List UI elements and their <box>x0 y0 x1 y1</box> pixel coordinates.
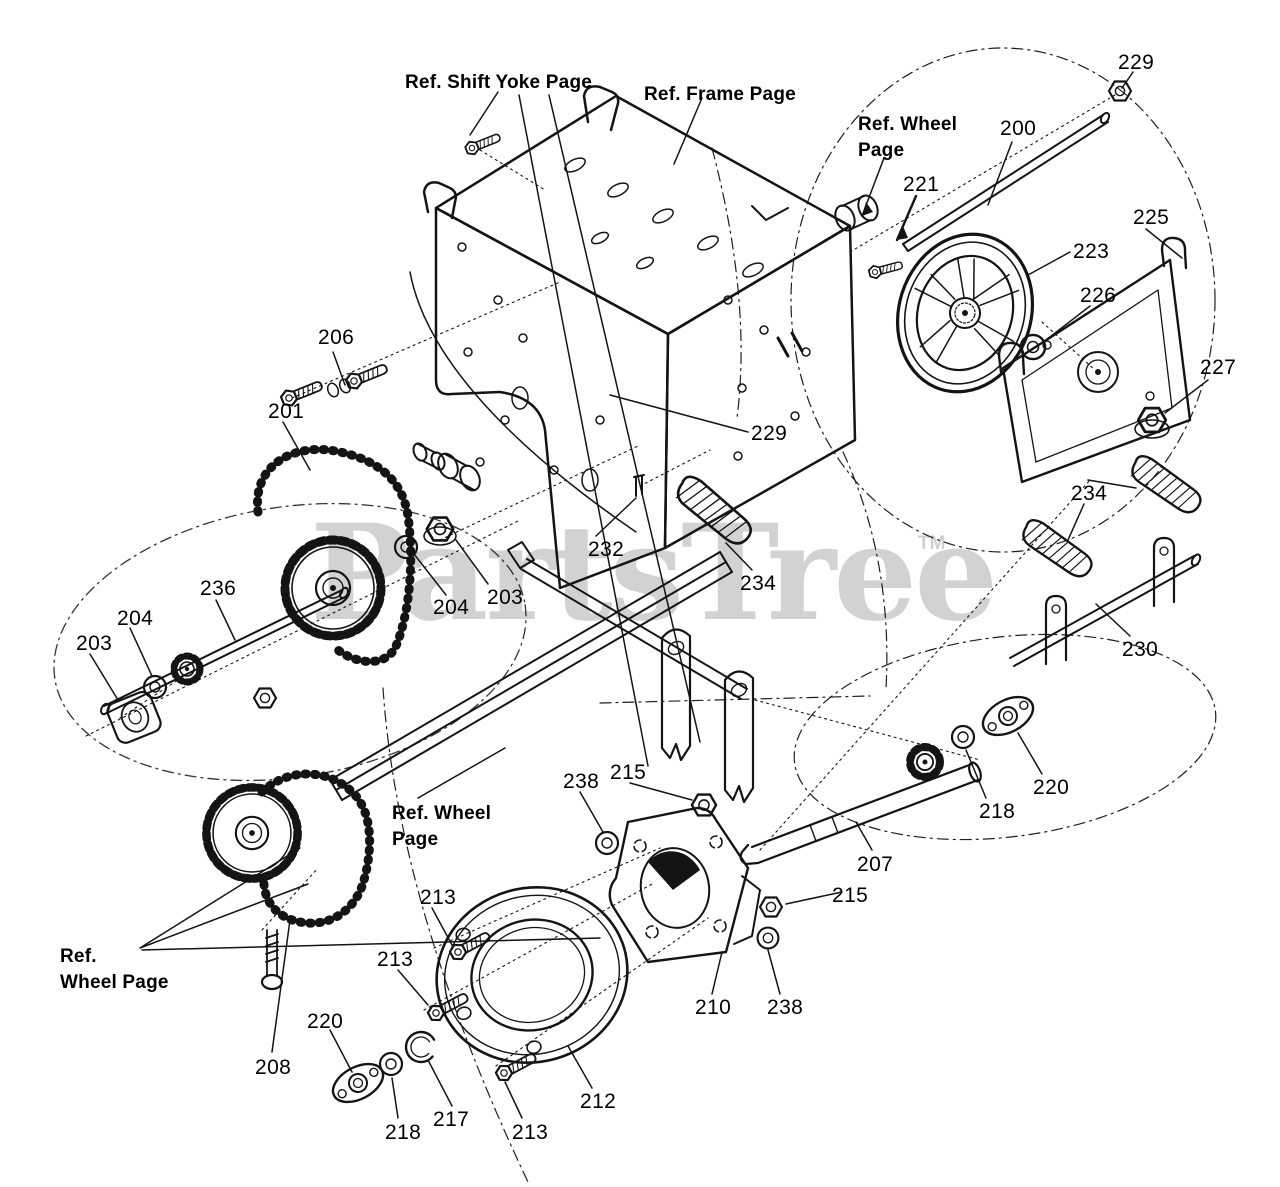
part-210: 210 <box>695 996 732 1019</box>
sprocket-small-right <box>910 747 940 777</box>
washer-218-right <box>950 724 976 750</box>
nut-215-right <box>758 896 784 918</box>
nut-left <box>252 687 278 709</box>
part-218-right: 218 <box>979 800 1016 823</box>
part-203-left: 203 <box>76 632 113 655</box>
part-234-right: 234 <box>1071 482 1108 505</box>
spring-234-upper-right <box>1125 451 1208 519</box>
washer-238-middle <box>594 830 620 856</box>
assembly-axes <box>85 94 1116 1067</box>
brake-disc-212 <box>435 885 629 1065</box>
rod-230 <box>1009 553 1202 667</box>
part-204-center: 204 <box>433 596 470 619</box>
bolt-206-b <box>343 359 391 393</box>
washer-218-bottom <box>378 1051 404 1077</box>
part-208: 208 <box>255 1056 292 1079</box>
bearing-203-left <box>106 690 162 744</box>
part-232: 232 <box>588 538 625 561</box>
hex-shaft <box>329 551 733 801</box>
sprocket-upper <box>285 540 381 636</box>
part-220-bottom: 220 <box>307 1010 344 1033</box>
construction-lines <box>53 47 1217 1183</box>
part-226: 226 <box>1080 284 1117 307</box>
flange-220-right <box>975 687 1041 745</box>
ring-217 <box>404 1030 438 1064</box>
part-238-bottom: 238 <box>767 996 804 1019</box>
part-215-middle: 215 <box>610 761 647 784</box>
ref-wheel-page-bottom-left: Ref.Wheel Page <box>60 946 169 993</box>
axle-shaft-200 <box>902 111 1111 252</box>
shaft-236 <box>100 586 349 716</box>
shaft-207 <box>739 761 982 866</box>
shift-yoke-forks <box>660 628 755 804</box>
arrowhead-ref-wheel <box>862 202 873 216</box>
part-234-center: 234 <box>740 572 777 595</box>
part-229-frame: 229 <box>751 422 788 445</box>
arrowhead-221 <box>897 226 908 240</box>
part-229-top: 229 <box>1118 51 1155 74</box>
part-212: 212 <box>580 1090 617 1113</box>
chain-201 <box>253 445 416 666</box>
part-213-middle: 213 <box>377 948 414 971</box>
part-227: 227 <box>1200 356 1237 379</box>
part-217: 217 <box>433 1108 470 1131</box>
wheel-hub-bushing <box>834 194 879 232</box>
ref-shift-yoke-page: Ref. Shift Yoke Page <box>405 72 593 93</box>
part-204-left: 204 <box>117 607 154 630</box>
part-236: 236 <box>200 577 237 600</box>
bolt-221 <box>867 257 905 281</box>
bolt-208 <box>260 929 284 991</box>
part-203-center: 203 <box>487 586 524 609</box>
hanger-bracket-left <box>1044 594 1068 666</box>
part-206: 206 <box>318 326 355 349</box>
bracket-210 <box>608 806 761 964</box>
washer-238-right <box>756 926 780 950</box>
part-223: 223 <box>1073 240 1110 263</box>
part-225: 225 <box>1133 206 1170 229</box>
wheel <box>895 232 1035 394</box>
sprocket-lower <box>206 787 297 878</box>
nut-229-top <box>1107 80 1133 102</box>
part-201: 201 <box>268 400 305 423</box>
part-221: 221 <box>903 173 940 196</box>
part-238-middle: 238 <box>563 770 600 793</box>
part-207: 207 <box>857 853 894 876</box>
shift-rod <box>507 541 748 700</box>
flange-nut-203-center <box>423 516 457 546</box>
part-213-upper: 213 <box>420 886 457 909</box>
chain-lower <box>257 769 375 928</box>
part-200: 200 <box>1000 117 1037 140</box>
flange-nut-227 <box>1134 406 1170 439</box>
nut-215-middle <box>690 793 718 817</box>
ref-frame-page: Ref. Frame Page <box>644 84 796 105</box>
washer-226 <box>1019 333 1047 361</box>
part-220-right: 220 <box>1033 776 1070 799</box>
bushing-center <box>412 442 481 492</box>
leader-lines <box>89 71 1209 1119</box>
part-230: 230 <box>1122 638 1159 661</box>
part-215-right: 215 <box>832 884 869 907</box>
watermark-trademark: TM <box>918 533 946 554</box>
part-218-bottom: 218 <box>385 1121 422 1144</box>
part-213-bottom: 213 <box>512 1121 549 1144</box>
frame <box>422 85 857 590</box>
